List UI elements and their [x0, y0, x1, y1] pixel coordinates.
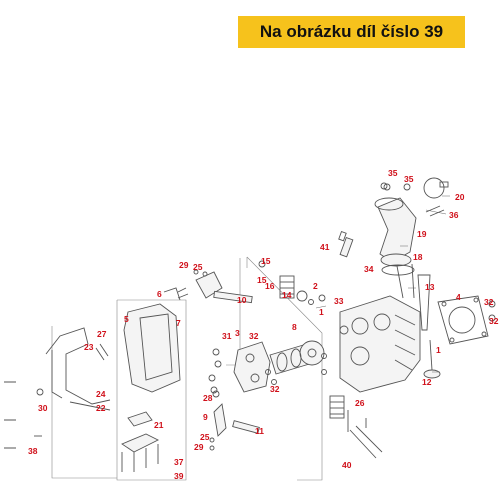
- callout-29: 29: [194, 442, 204, 452]
- intake-manifold: [374, 177, 449, 276]
- callout-5: 5: [124, 314, 129, 324]
- callout-33: 33: [334, 296, 344, 306]
- part-number-banner: Na obrázku díl číslo 39: [238, 16, 465, 48]
- callout-3: 3: [235, 328, 240, 338]
- callout-40: 40: [342, 460, 352, 470]
- spark-plug: [338, 230, 354, 258]
- callout-15: 15: [261, 256, 271, 266]
- callout-23: 23: [84, 342, 94, 352]
- callout-28: 28: [203, 393, 213, 403]
- callout-31: 31: [222, 331, 232, 341]
- banner-text: Na obrázku díl číslo 39: [259, 22, 444, 41]
- callout-27: 27: [97, 329, 107, 339]
- callout-7: 7: [176, 318, 181, 328]
- callout-25: 25: [200, 432, 210, 442]
- callout-18: 18: [413, 252, 423, 262]
- guard-bracket: [45, 327, 111, 411]
- bottom-bolts: [121, 411, 383, 472]
- leader-lines: [315, 195, 450, 373]
- callout-32: 32: [489, 316, 499, 326]
- hardware: [4, 182, 496, 451]
- valves: [396, 263, 441, 379]
- callout-39: 39: [174, 471, 184, 481]
- valve-springs: [279, 275, 345, 419]
- callout-14: 14: [282, 290, 292, 300]
- callout-20: 20: [455, 192, 465, 202]
- callout-25: 25: [193, 262, 203, 272]
- callout-35: 35: [388, 168, 398, 178]
- callout-35: 35: [404, 174, 414, 184]
- head-gasket: [437, 295, 489, 345]
- callout-6: 6: [157, 289, 162, 299]
- callout-11: 11: [255, 426, 264, 436]
- callout-29: 29: [179, 260, 189, 270]
- callout-32: 32: [484, 297, 494, 307]
- callout-21: 21: [154, 420, 164, 430]
- callout-labels: 35 35 20 36 19 41 18 29 25 15 16 15 14 2…: [28, 168, 499, 481]
- valve-cover: [123, 287, 181, 393]
- callout-1: 1: [436, 345, 441, 355]
- callout-10: 10: [237, 295, 247, 305]
- callout-24: 24: [96, 389, 106, 399]
- callout-15: 15: [257, 275, 267, 285]
- callout-36: 36: [449, 210, 459, 220]
- callout-22: 22: [96, 403, 106, 413]
- callout-12: 12: [422, 377, 432, 387]
- callout-41: 41: [320, 242, 330, 252]
- callout-13: 13: [425, 282, 435, 292]
- rocker-holder: [208, 341, 271, 394]
- callout-9: 9: [203, 412, 208, 422]
- callout-16: 16: [265, 281, 275, 291]
- callout-34: 34: [364, 264, 374, 274]
- callout-32: 32: [270, 384, 280, 394]
- callout-4: 4: [456, 292, 461, 302]
- rocker-arms: [177, 271, 260, 437]
- callout-19: 19: [417, 229, 427, 239]
- callout-8: 8: [292, 322, 297, 332]
- callout-26: 26: [355, 398, 365, 408]
- callout-1: 1: [319, 307, 324, 317]
- callout-2: 2: [313, 281, 318, 291]
- camshaft: [269, 340, 325, 375]
- callout-38: 38: [28, 446, 38, 456]
- callout-32: 32: [249, 331, 259, 341]
- callout-37: 37: [174, 457, 184, 467]
- callout-30: 30: [38, 403, 48, 413]
- cylinder-head: [339, 295, 421, 393]
